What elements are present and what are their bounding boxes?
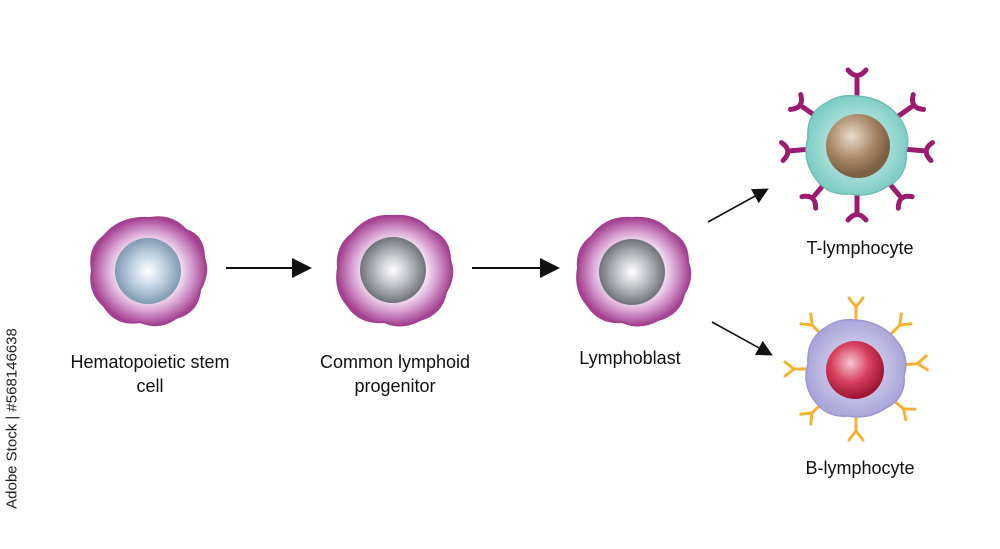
label-hematopoietic-stem-cell: Hematopoietic stem cell <box>40 350 260 398</box>
common-lymphoid-progenitor-cell <box>336 214 454 327</box>
arrow-to-t-lymphocyte <box>707 188 769 223</box>
arrow-to-b-lymphocyte <box>711 321 773 356</box>
label-t-lymphocyte: T-lymphocyte <box>760 236 960 260</box>
label-line: Hematopoietic stem <box>70 352 230 372</box>
label-line: cell <box>136 376 164 396</box>
t-lymphocyte-cell <box>779 67 935 223</box>
label-lymphoblast: Lymphoblast <box>530 346 730 370</box>
b-lymphocyte-cell <box>783 296 929 442</box>
stock-watermark: Adobe Stock | #568146638 <box>3 328 21 509</box>
label-common-lymphoid-progenitor: Common lymphoid progenitor <box>285 350 505 398</box>
hematopoietic-stem-cell <box>90 216 208 327</box>
label-line: progenitor <box>354 376 436 396</box>
label-b-lymphocyte: B-lymphocyte <box>760 456 960 480</box>
label-line: T-lymphocyte <box>806 238 914 258</box>
label-line: B-lymphocyte <box>805 458 915 478</box>
lymphoblast-cell <box>576 216 692 327</box>
label-line: Lymphoblast <box>579 348 681 368</box>
label-line: Common lymphoid <box>319 352 471 372</box>
